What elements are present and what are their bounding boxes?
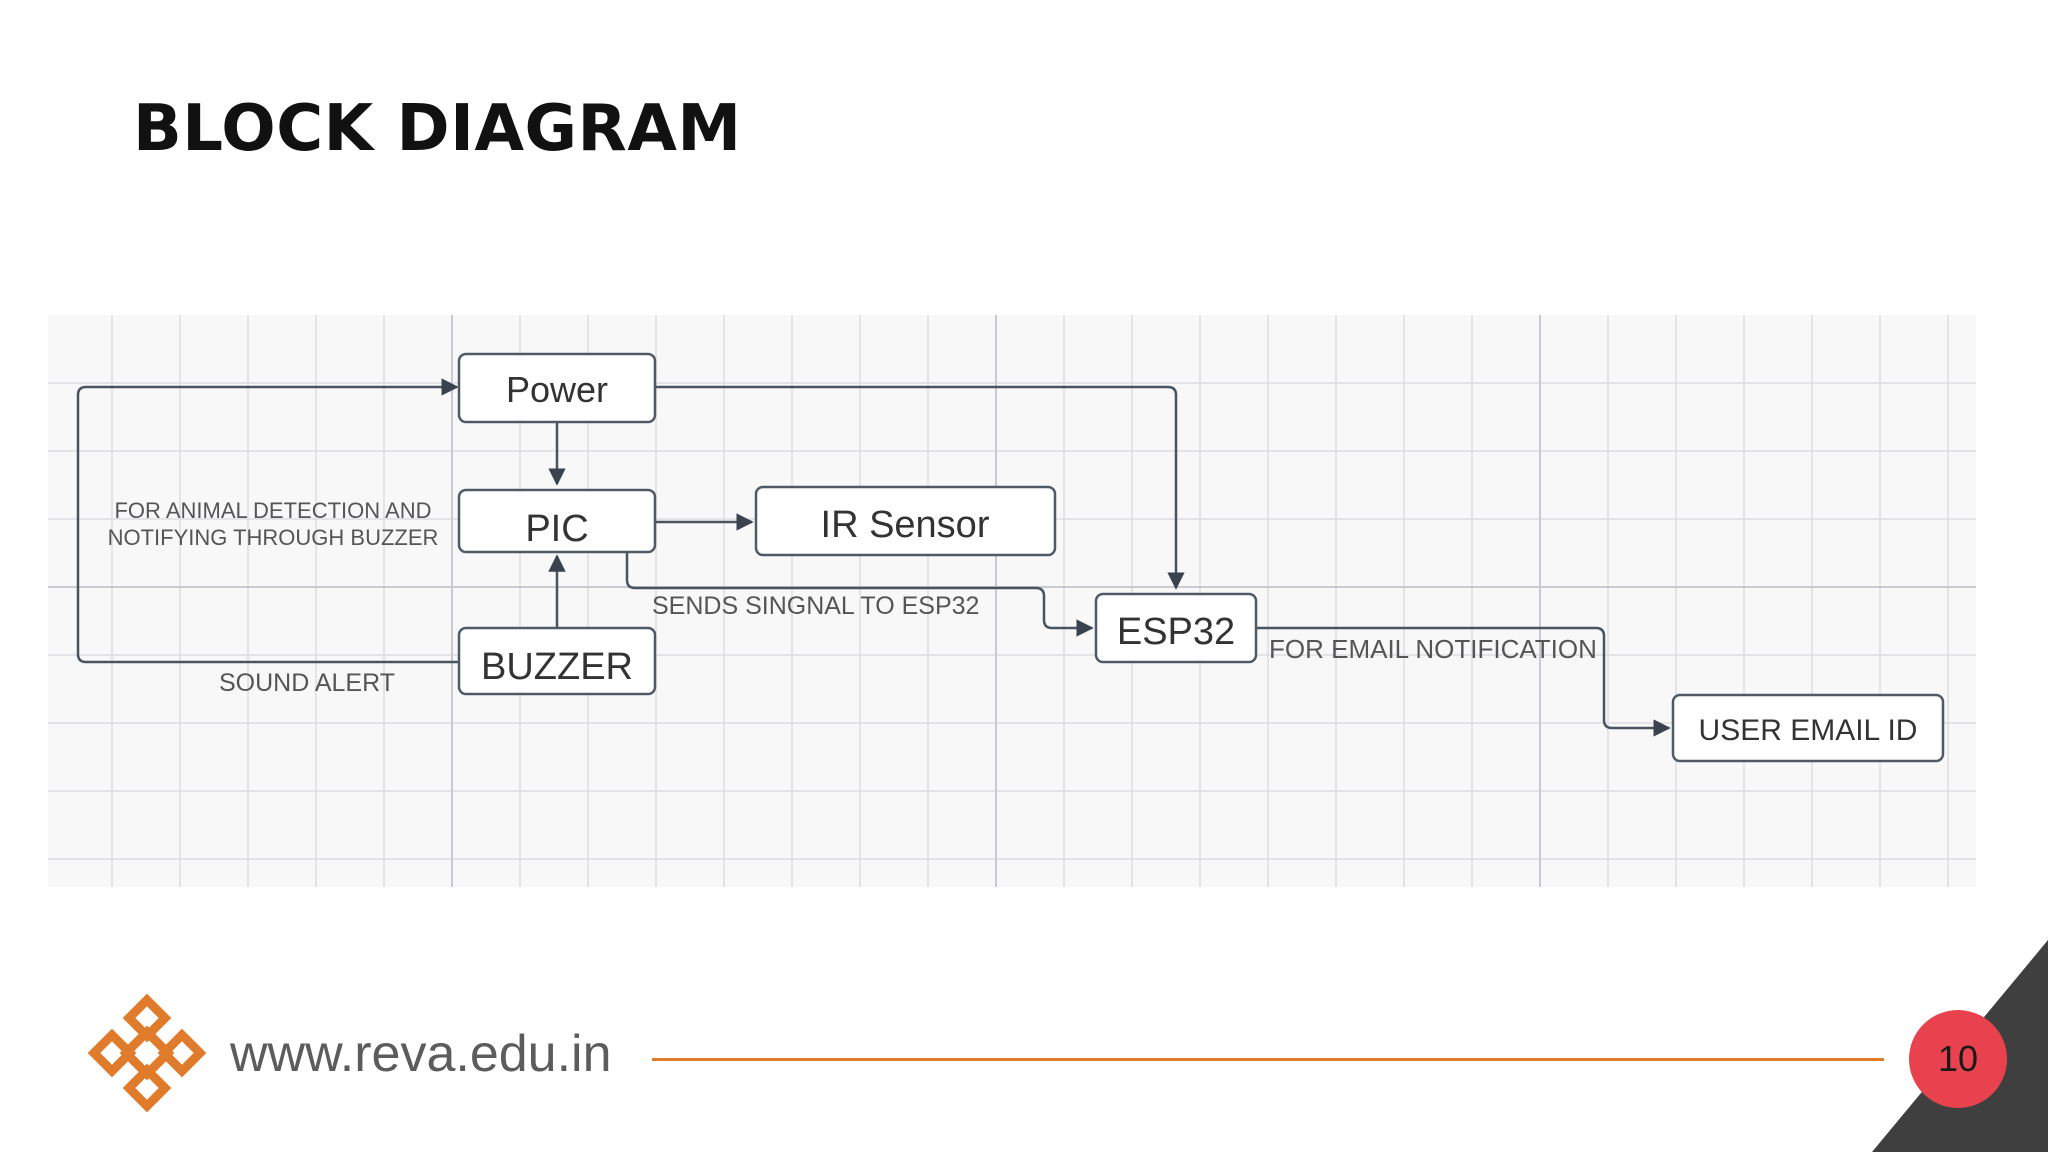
svg-text:ESP32: ESP32 [1117, 611, 1235, 653]
node-ir-sensor: IR Sensor [754, 485, 1057, 557]
slide-title: BLOCK DIAGRAM [133, 92, 742, 166]
node-pic: PIC [457, 488, 657, 554]
label-email-notification: FOR EMAIL NOTIFICATION [1269, 634, 1597, 664]
svg-text:PIC: PIC [525, 508, 588, 550]
label-pic-note-line1: FOR ANIMAL DETECTION AND [114, 498, 431, 523]
label-sound-alert: SOUND ALERT [219, 669, 395, 697]
reva-logo-icon [87, 993, 207, 1113]
edge-buzzer-to-power [76, 378, 459, 664]
page-number-badge: 10 [1909, 1010, 2007, 1108]
edge-esp32-to-user-email [1256, 626, 1671, 737]
node-esp32: ESP32 [1094, 592, 1258, 664]
label-pic-note-line2: NOTIFYING THROUGH BUZZER [108, 525, 439, 550]
edge-pic-to-esp32 [625, 552, 1094, 637]
footer-divider [652, 1058, 1884, 1061]
node-power: Power [457, 352, 657, 424]
svg-text:USER EMAIL ID: USER EMAIL ID [1699, 714, 1918, 747]
svg-text:IR Sensor: IR Sensor [821, 504, 990, 546]
node-user-email-id: USER EMAIL ID [1671, 693, 1945, 763]
footer-website-url[interactable]: www.reva.edu.in [230, 1025, 612, 1083]
node-buzzer: BUZZER [457, 626, 657, 696]
svg-text:Power: Power [506, 369, 608, 410]
svg-text:BUZZER: BUZZER [481, 646, 633, 688]
diagram-grid-major [48, 315, 1976, 887]
edge-power-to-esp32 [655, 385, 1185, 590]
diagram-grid [48, 315, 1976, 887]
label-sends-signal: SENDS SINGNAL TO ESP32 [652, 592, 979, 620]
